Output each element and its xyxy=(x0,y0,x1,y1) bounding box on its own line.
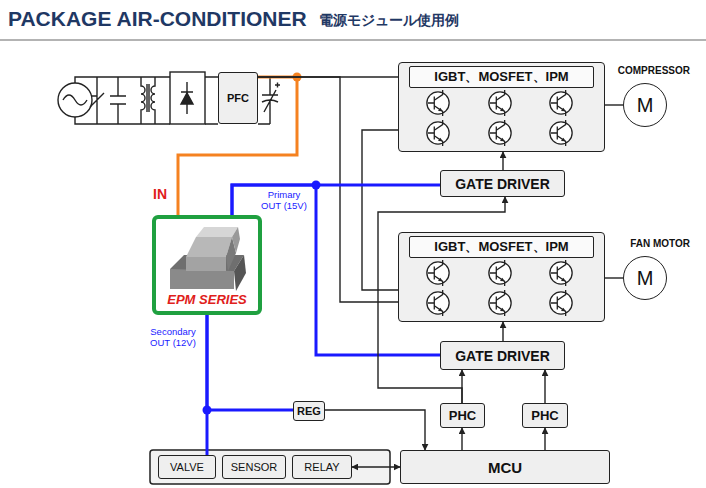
connector xyxy=(232,185,440,215)
output-label: Secondary OUT (12V) xyxy=(143,326,203,348)
connector xyxy=(502,152,503,170)
header-rule xyxy=(0,39,706,41)
connector xyxy=(362,130,398,290)
io-box: SENSOR xyxy=(222,455,286,479)
pfc-box: PFC xyxy=(218,72,258,124)
box-text: PFC xyxy=(227,92,249,104)
box-text: IGBT、MOSFET、IPM xyxy=(409,236,593,258)
connector xyxy=(352,466,400,467)
box-text: RELAY xyxy=(304,461,339,473)
connector xyxy=(258,77,398,302)
box-text: PHC xyxy=(531,408,558,423)
motor-letter: M xyxy=(637,94,654,117)
box-text: GATE DRIVER xyxy=(455,348,550,364)
box-text: REG xyxy=(297,405,321,417)
motor-circle: COMPRESSORM xyxy=(623,83,667,127)
power-module-box: EPM SERIES xyxy=(152,215,262,315)
input-label: IN xyxy=(153,186,167,202)
connector xyxy=(544,428,545,450)
box-text: EPM SERIES xyxy=(167,292,246,307)
inverter-module: IGBT、MOSFET、IPM xyxy=(398,62,605,152)
connector xyxy=(502,322,503,341)
connector xyxy=(605,104,623,105)
connector xyxy=(544,370,545,403)
box-text: GATE DRIVER xyxy=(455,176,550,192)
connector xyxy=(206,315,209,455)
io-box: RELAY xyxy=(292,455,352,479)
motor-heading: FAN MOTOR xyxy=(630,238,690,249)
subtitle: 電源モジュール使用例 xyxy=(319,12,459,30)
connector xyxy=(605,277,623,278)
photocoupler-box: PHC xyxy=(440,403,485,428)
motor-heading: COMPRESSOR xyxy=(618,65,690,76)
connector xyxy=(325,410,425,450)
mcu-box: MCU xyxy=(400,450,610,484)
box-text: SENSOR xyxy=(231,461,277,473)
motor-circle: FAN MOTORM xyxy=(623,256,667,300)
photocoupler-box: PHC xyxy=(522,403,568,428)
motor-letter: M xyxy=(637,267,654,290)
connector xyxy=(207,315,293,410)
regulator-box: REG xyxy=(293,401,325,421)
input-circuit xyxy=(58,72,280,124)
inverter-module: IGBT、MOSFET、IPM xyxy=(398,232,605,322)
connector xyxy=(461,428,462,450)
box-text: VALVE xyxy=(170,461,204,473)
io-box: VALVE xyxy=(158,455,216,479)
box-text: PHC xyxy=(449,408,476,423)
box-text: IGBT、MOSFET、IPM xyxy=(409,66,593,88)
gate-driver-box: GATE DRIVER xyxy=(440,341,565,370)
diagram-title: PACKAGE AIR-CONDITIONER xyxy=(8,7,307,31)
box-text: MCU xyxy=(488,459,522,476)
output-label: Primary OUT (15V) xyxy=(260,189,308,211)
gate-driver-box: GATE DRIVER xyxy=(440,170,565,197)
